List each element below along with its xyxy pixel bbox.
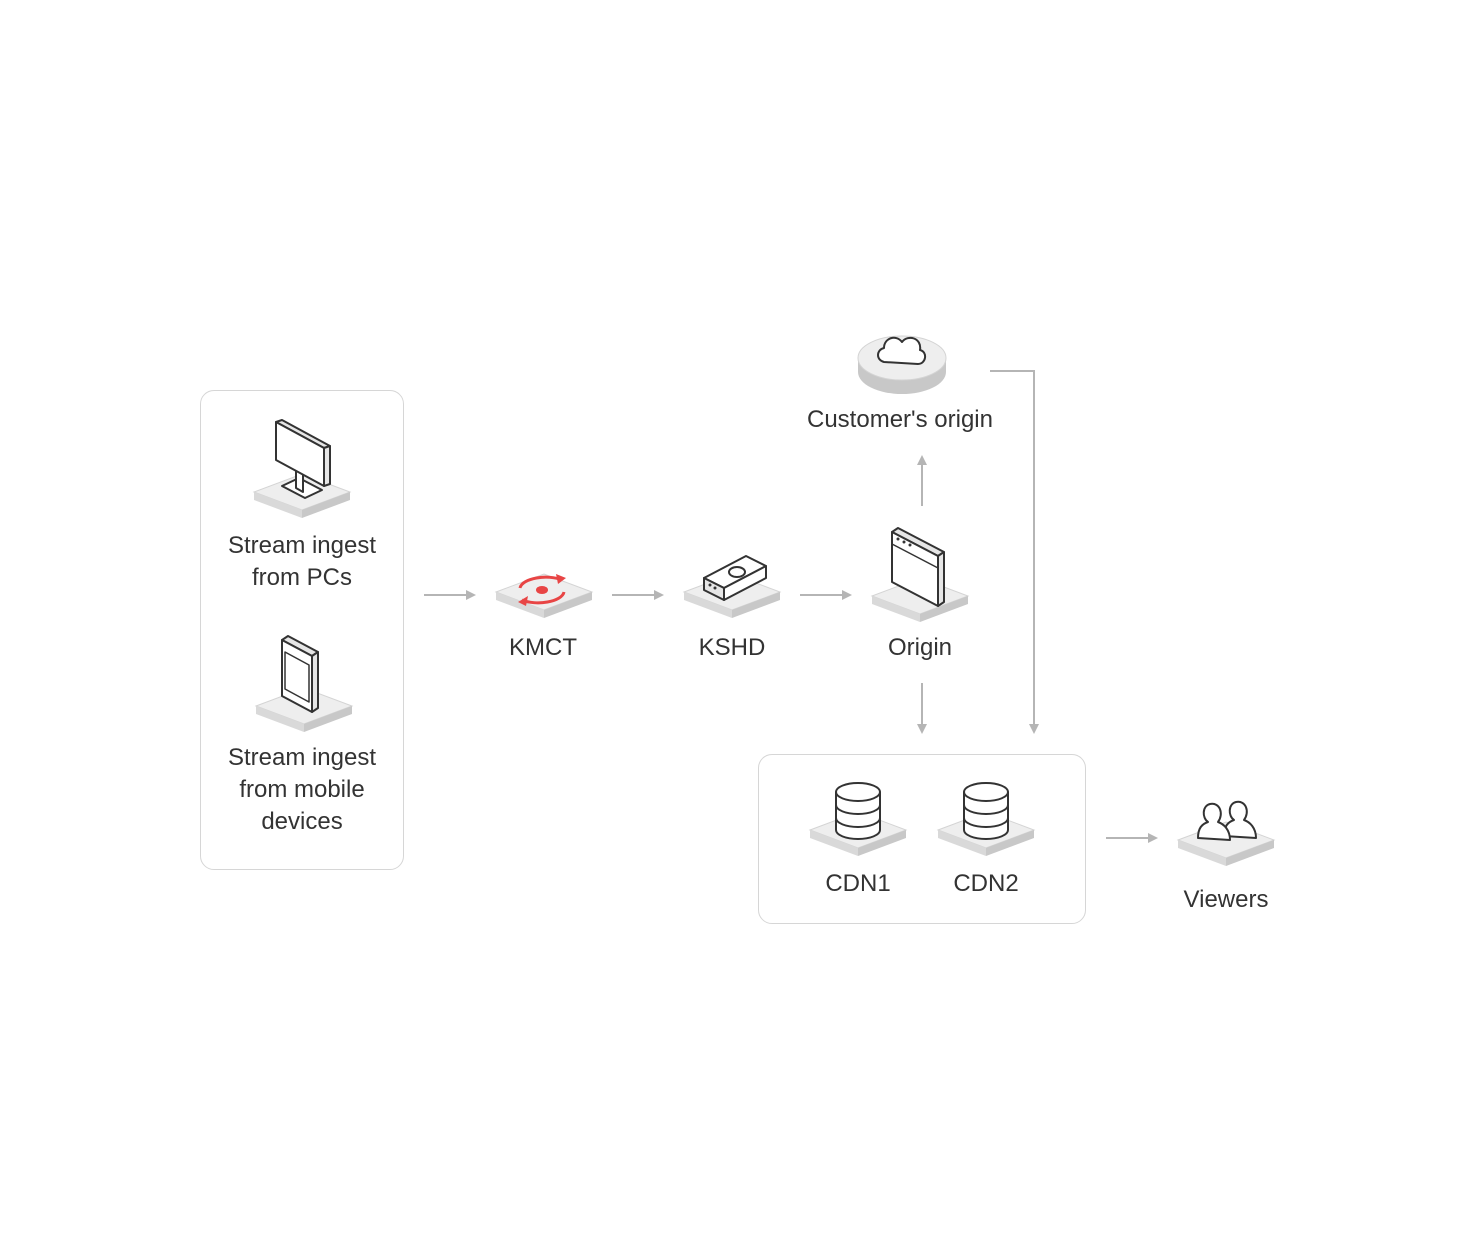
arrow-ingest-to-kmct [424,590,476,600]
arrow-customer-origin-to-cdn [990,370,1039,734]
kshd-label: KSHD [698,634,766,661]
transcode-sync-icon [518,574,566,606]
viewers-node [1177,800,1275,867]
monitor-icon [275,419,331,499]
mobile-node [255,635,353,733]
kmct-label: KMCT [509,634,577,661]
users-icon [1197,800,1257,841]
cdn2-node [937,782,1035,857]
mobile-label-line1: Stream ingest [227,744,377,771]
pc-label-line1: Stream ingest [227,532,377,559]
mobile-label-line2: from mobile [239,776,365,803]
server-icon [891,527,945,607]
arrow-origin-to-cdn [917,683,927,734]
viewers-label: Viewers [1183,886,1269,913]
cloud-icon [877,336,926,365]
arrow-kshd-to-origin [800,590,852,600]
arrow-kmct-to-kshd [612,590,664,600]
database-icon [835,782,881,840]
mobile-phone-icon [281,635,319,713]
cdn1-node [809,782,907,857]
cdn1-label: CDN1 [825,870,891,897]
kshd-node [683,555,781,619]
mobile-label-line3: devices [261,808,343,835]
origin-node [871,527,969,623]
mobile-label: Stream ingest from mobile devices [202,742,402,838]
storage-device-icon [703,555,767,601]
arrow-cdn-to-viewers [1106,833,1158,843]
pc-node [253,419,351,519]
arrow-origin-to-customer-origin [917,455,927,506]
customer-origin-node [857,335,947,394]
cdn2-label: CDN2 [953,870,1019,897]
pc-label-line2: from PCs [251,564,352,591]
database-icon [963,782,1009,840]
origin-label: Origin [887,634,953,661]
customer-origin-label: Customer's origin [807,406,993,433]
kmct-node [495,573,593,619]
pc-label: Stream ingest from PCs [202,530,402,594]
